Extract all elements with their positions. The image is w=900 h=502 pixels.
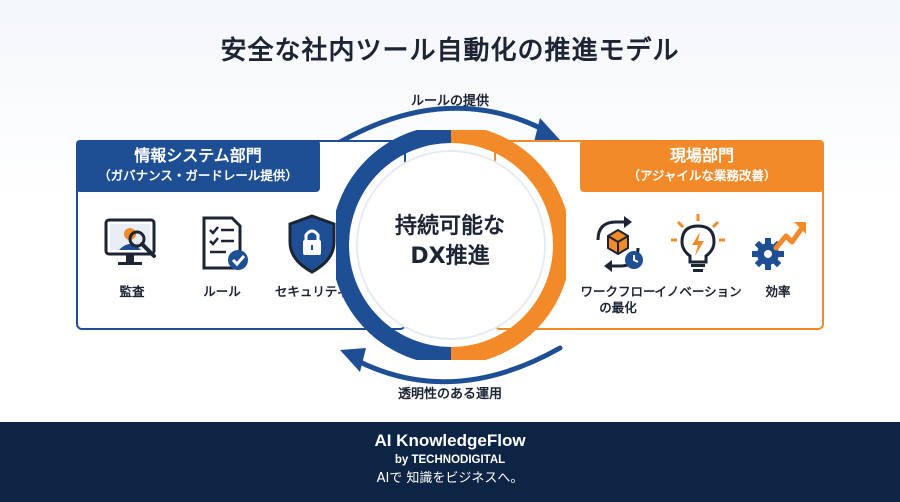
arrow-label-bottom: 透明性のある運用 <box>397 387 502 402</box>
item-label-audit: 監査 <box>119 284 145 299</box>
rules-document-icon <box>202 216 248 270</box>
item-efficiency: 効率 <box>730 212 826 300</box>
item-label-security: セキュリティ <box>274 284 350 299</box>
field-department-title: 現場部門 <box>669 146 734 165</box>
item-label-workflow: ワークフロー の最化 <box>580 284 656 315</box>
item-label-rules: ルール <box>203 284 241 299</box>
item-audit: 監査 <box>84 212 180 300</box>
center-label: 持続可能な DX推進 <box>370 212 530 272</box>
it-department-title: 情報システム部門 <box>134 146 262 165</box>
center-label-line1: 持続可能な <box>394 214 505 239</box>
workflow-cycle-icon <box>596 216 643 272</box>
field-department-header: 現場部門 （アジャイルな業務改善） <box>580 140 824 192</box>
item-security: セキュリティ <box>264 212 360 300</box>
item-rules: ルール <box>174 212 270 300</box>
footer-company: by TECHNODIGITAL <box>394 454 506 466</box>
arrow-label-top: ルールの提供 <box>410 94 489 109</box>
top-arrow-icon <box>337 105 551 145</box>
it-department-header: 情報システム部門 （ガバナンス・ガードレール提供） <box>76 140 320 192</box>
item-innovation: イノベーション <box>650 212 746 300</box>
lightbulb-icon <box>671 214 725 272</box>
top-arrowhead-icon <box>534 118 560 142</box>
footer-tagline: AIで 知識をビジネスへ。 <box>376 471 524 486</box>
field-department-panel: 現場部門 （アジャイルな業務改善） ワークフロー の最化 <box>494 140 824 330</box>
gear-growth-icon <box>752 222 806 270</box>
item-label-efficiency: 効率 <box>765 284 791 299</box>
cycle-arrows <box>337 105 563 385</box>
center-ring <box>336 130 566 360</box>
diagram-stage: 安全な社内ツール自動化の推進モデル ルールの提供 透明性のある運用 情報システム… <box>76 36 824 402</box>
bottom-arrow-icon <box>349 345 563 385</box>
page-title: 安全な社内ツール自動化の推進モデル <box>220 36 680 66</box>
footer-brand: AI KnowledgeFlow <box>374 431 526 450</box>
item-label-innovation: イノベーション <box>654 284 742 299</box>
field-department-subtitle: （アジャイルな業務改善） <box>627 168 777 183</box>
item-workflow: ワークフロー の最化 <box>570 212 666 316</box>
monitoring-icon <box>104 218 156 265</box>
footer: AI KnowledgeFlow by TECHNODIGITAL AIで 知識… <box>0 422 900 502</box>
bottom-arrowhead-icon <box>340 348 366 372</box>
it-department-subtitle: （ガバナンス・ガードレール提供） <box>98 168 298 183</box>
center-label-line2: DX推進 <box>410 244 490 269</box>
security-shield-icon <box>288 214 336 274</box>
